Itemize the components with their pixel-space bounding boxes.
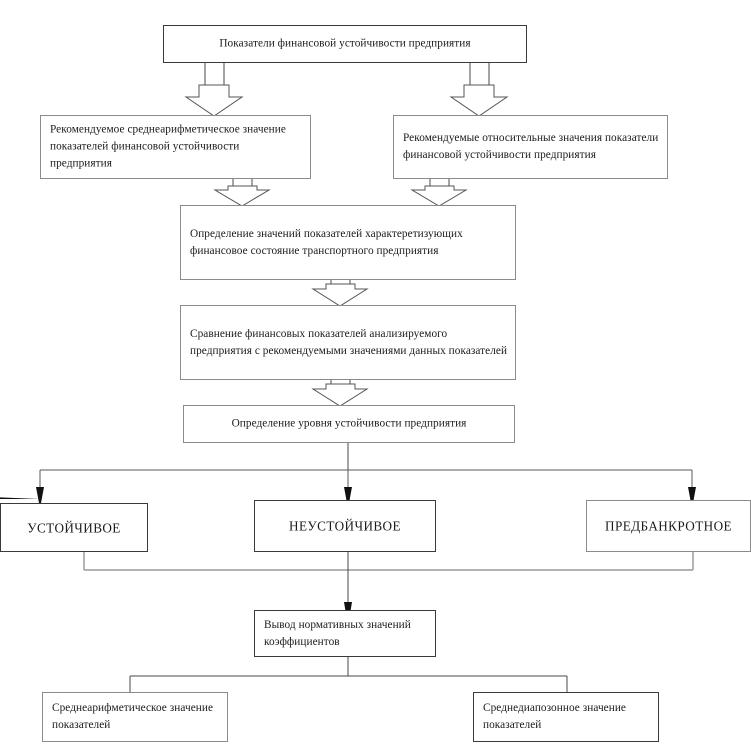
node-mid-range-value[interactable]: Среднедиапозонное значение показателей bbox=[473, 692, 659, 742]
node-output-normative-values[interactable]: Вывод нормативных значений коэффициентов bbox=[254, 610, 436, 657]
edge-recommended-relative-values-to-determine-indicator-values bbox=[410, 178, 468, 207]
edge-output-normative-values-to-leaves bbox=[129, 657, 568, 692]
node-indicators-root[interactable]: Показатели финансовой устойчивости предп… bbox=[163, 25, 527, 63]
node-state-stable[interactable]: УСТОЙЧИВОЕ bbox=[0, 503, 148, 552]
node-recommended-arithmetic-mean[interactable]: Рекомендуемое среднеарифметическое значе… bbox=[40, 115, 311, 179]
edge-root-to-recommended-arithmetic-mean bbox=[184, 62, 244, 117]
edge-determine-indicator-values-to-compare-financial-indicators bbox=[311, 279, 369, 307]
node-label: ПРЕДБАНКРОТНОЕ bbox=[605, 518, 732, 534]
node-label: Определение уровня устойчивости предприя… bbox=[231, 417, 467, 430]
node-label: Показатели финансовой устойчивости предп… bbox=[219, 37, 471, 50]
node-label: Вывод нормативных значений коэффициентов bbox=[264, 618, 411, 648]
node-label: Сравнение финансовых показателей анализи… bbox=[190, 327, 508, 357]
node-recommended-relative-values[interactable]: Рекомендуемые относительные значения пок… bbox=[393, 115, 668, 179]
edge-compare-financial-indicators-to-determine-stability-level bbox=[311, 379, 369, 407]
node-determine-stability-level[interactable]: Определение уровня устойчивости предприя… bbox=[183, 405, 515, 443]
edge-recommended-arithmetic-mean-to-determine-indicator-values bbox=[213, 178, 271, 207]
node-state-pre-bankrupt[interactable]: ПРЕДБАНКРОТНОЕ bbox=[586, 500, 751, 552]
node-label: Среднеарифметическое значение показателе… bbox=[52, 702, 214, 731]
node-label: НЕУСТОЙЧИВОЕ bbox=[289, 518, 401, 534]
edge-root-to-recommended-relative-values bbox=[449, 62, 509, 117]
node-arithmetic-mean-value[interactable]: Среднеарифметическое значение показателе… bbox=[42, 692, 228, 742]
node-label: Рекомендуемые относительные значения пок… bbox=[403, 132, 659, 161]
node-label: Рекомендуемое среднеарифметическое значе… bbox=[50, 123, 286, 170]
node-label: Определение значений показателей характе… bbox=[190, 227, 463, 257]
node-label: Среднедиапозонное значение показателей bbox=[483, 702, 626, 731]
node-state-unstable[interactable]: НЕУСТОЙЧИВОЕ bbox=[254, 500, 436, 552]
node-label: УСТОЙЧИВОЕ bbox=[27, 520, 121, 535]
node-compare-financial-indicators[interactable]: Сравнение финансовых показателей анализи… bbox=[180, 305, 516, 380]
edge-determine-stability-level-to-states bbox=[0, 443, 696, 503]
node-determine-indicator-values[interactable]: Определение значений показателей характе… bbox=[180, 205, 516, 280]
